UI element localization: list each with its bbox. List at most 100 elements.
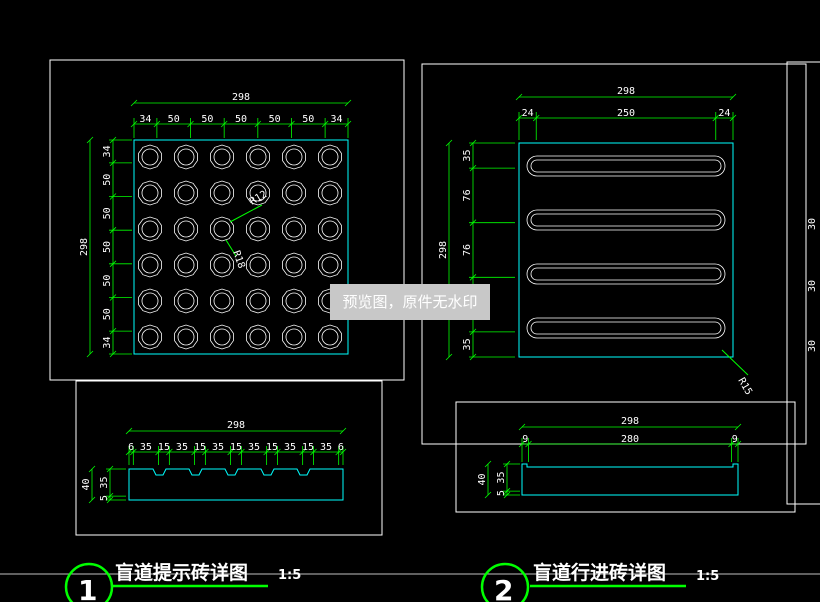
dim-total-label: 298 bbox=[621, 416, 639, 427]
dim-tick bbox=[445, 353, 453, 361]
warning-dot-outer bbox=[282, 288, 306, 314]
detail1-number: 1 bbox=[78, 574, 97, 602]
radius-r15-label: R15 bbox=[735, 376, 754, 397]
guiding-bar-inner bbox=[530, 159, 722, 173]
dim-label: 9 bbox=[522, 434, 528, 445]
dim-label: 50 bbox=[302, 114, 314, 125]
dim-label: 9 bbox=[732, 434, 738, 445]
dim-tick bbox=[125, 427, 133, 435]
dim-total-label: 298 bbox=[232, 92, 250, 103]
warning-dot-inner bbox=[177, 148, 195, 166]
dim-label: 35 bbox=[284, 442, 296, 453]
detail2-number: 2 bbox=[494, 574, 513, 602]
warning-dot-inner bbox=[141, 292, 159, 310]
detail3-height-label-3: 30 bbox=[807, 340, 818, 352]
guiding-bar-outer bbox=[526, 263, 726, 285]
warning-dots bbox=[138, 144, 342, 350]
warning-dot-outer bbox=[138, 324, 162, 350]
detail2-title: 盲道行进砖详图 bbox=[533, 561, 666, 584]
tactile-warning-tile-outline bbox=[133, 139, 349, 355]
warning-dot-outer bbox=[246, 324, 270, 350]
warning-dot-inner bbox=[213, 148, 231, 166]
warning-dot-inner bbox=[321, 220, 339, 238]
dim-label: 35 bbox=[212, 442, 224, 453]
dim-label: 15 bbox=[158, 442, 170, 453]
warning-dot-outer bbox=[246, 252, 270, 278]
guiding-bar-inner bbox=[530, 267, 722, 281]
warning-dot-inner bbox=[285, 256, 303, 274]
warning-dot-outer bbox=[174, 324, 198, 350]
warning-dot-outer bbox=[210, 144, 234, 170]
warning-dot-inner bbox=[285, 292, 303, 310]
dim-label: 34 bbox=[102, 337, 113, 349]
detail2-scale: 1:5 bbox=[696, 569, 719, 584]
warning-dot-outer bbox=[282, 144, 306, 170]
dim-label: 250 bbox=[617, 108, 635, 119]
detail2-number-circle bbox=[480, 562, 530, 602]
warning-dot-inner bbox=[285, 328, 303, 346]
warning-dot-inner bbox=[285, 148, 303, 166]
warning-dot-outer bbox=[210, 180, 234, 206]
guiding-bars bbox=[526, 155, 726, 339]
warning-dot-inner bbox=[141, 328, 159, 346]
warning-dot-inner bbox=[213, 256, 231, 274]
warning-dot-outer bbox=[318, 180, 342, 206]
dim-label: 76 bbox=[462, 244, 473, 256]
warning-dot-inner bbox=[213, 220, 231, 238]
warning-dot-outer bbox=[210, 252, 234, 278]
dim-label: 50 bbox=[102, 207, 113, 219]
leader-r15 bbox=[721, 349, 749, 376]
warning-dot-inner bbox=[285, 184, 303, 202]
dim-label: 5 bbox=[496, 490, 507, 496]
warning-dot-outer bbox=[138, 216, 162, 242]
dim-tick bbox=[445, 139, 453, 147]
warning-dot-inner bbox=[285, 220, 303, 238]
frame-detail1-section bbox=[75, 380, 383, 536]
dim-label: 24 bbox=[522, 108, 534, 119]
warning-dot-inner bbox=[141, 220, 159, 238]
warning-dot-inner bbox=[213, 292, 231, 310]
warning-dot-outer bbox=[246, 144, 270, 170]
dim-label: 34 bbox=[331, 114, 343, 125]
warning-dot-outer bbox=[282, 252, 306, 278]
warning-dot-outer bbox=[174, 216, 198, 242]
warning-dot-outer bbox=[282, 180, 306, 206]
warning-dot-inner bbox=[177, 292, 195, 310]
warning-dot-inner bbox=[213, 328, 231, 346]
guiding-bar-outer bbox=[526, 209, 726, 231]
dim-tick bbox=[86, 350, 94, 358]
warning-dot-inner bbox=[249, 292, 267, 310]
guiding-bar-outer bbox=[526, 317, 726, 339]
dim-label: 35 bbox=[248, 442, 260, 453]
warning-dot-inner bbox=[249, 184, 267, 202]
warning-dot-inner bbox=[177, 184, 195, 202]
warning-dot-inner bbox=[249, 328, 267, 346]
warning-dot-inner bbox=[249, 148, 267, 166]
dim-label: 15 bbox=[194, 442, 206, 453]
warning-dot-outer bbox=[318, 144, 342, 170]
dim-label: 35 bbox=[496, 472, 507, 484]
warning-dot-inner bbox=[321, 148, 339, 166]
guiding-tile-section bbox=[521, 463, 739, 496]
dim-label: 15 bbox=[266, 442, 278, 453]
frame-detail2-section bbox=[455, 401, 796, 513]
dim-label: 24 bbox=[718, 108, 730, 119]
dim-label: 35 bbox=[176, 442, 188, 453]
warning-dot-outer bbox=[246, 288, 270, 314]
dim-total-label: 298 bbox=[79, 238, 90, 256]
warning-dot-outer bbox=[174, 252, 198, 278]
warning-dot-outer bbox=[138, 144, 162, 170]
warning-dot-outer bbox=[318, 216, 342, 242]
dim-label: 50 bbox=[201, 114, 213, 125]
dim-label: 50 bbox=[102, 241, 113, 253]
dim-total-label: 298 bbox=[617, 86, 635, 97]
dim-label: 34 bbox=[139, 114, 151, 125]
dim-tick bbox=[484, 460, 492, 468]
dim-label: 6 bbox=[128, 442, 134, 453]
warning-dot-inner bbox=[177, 220, 195, 238]
dim-total-label: 40 bbox=[81, 478, 92, 490]
dim-label: 50 bbox=[102, 275, 113, 287]
dim-tick bbox=[88, 496, 96, 504]
watermark: 预览图，原件无水印 bbox=[330, 284, 490, 320]
